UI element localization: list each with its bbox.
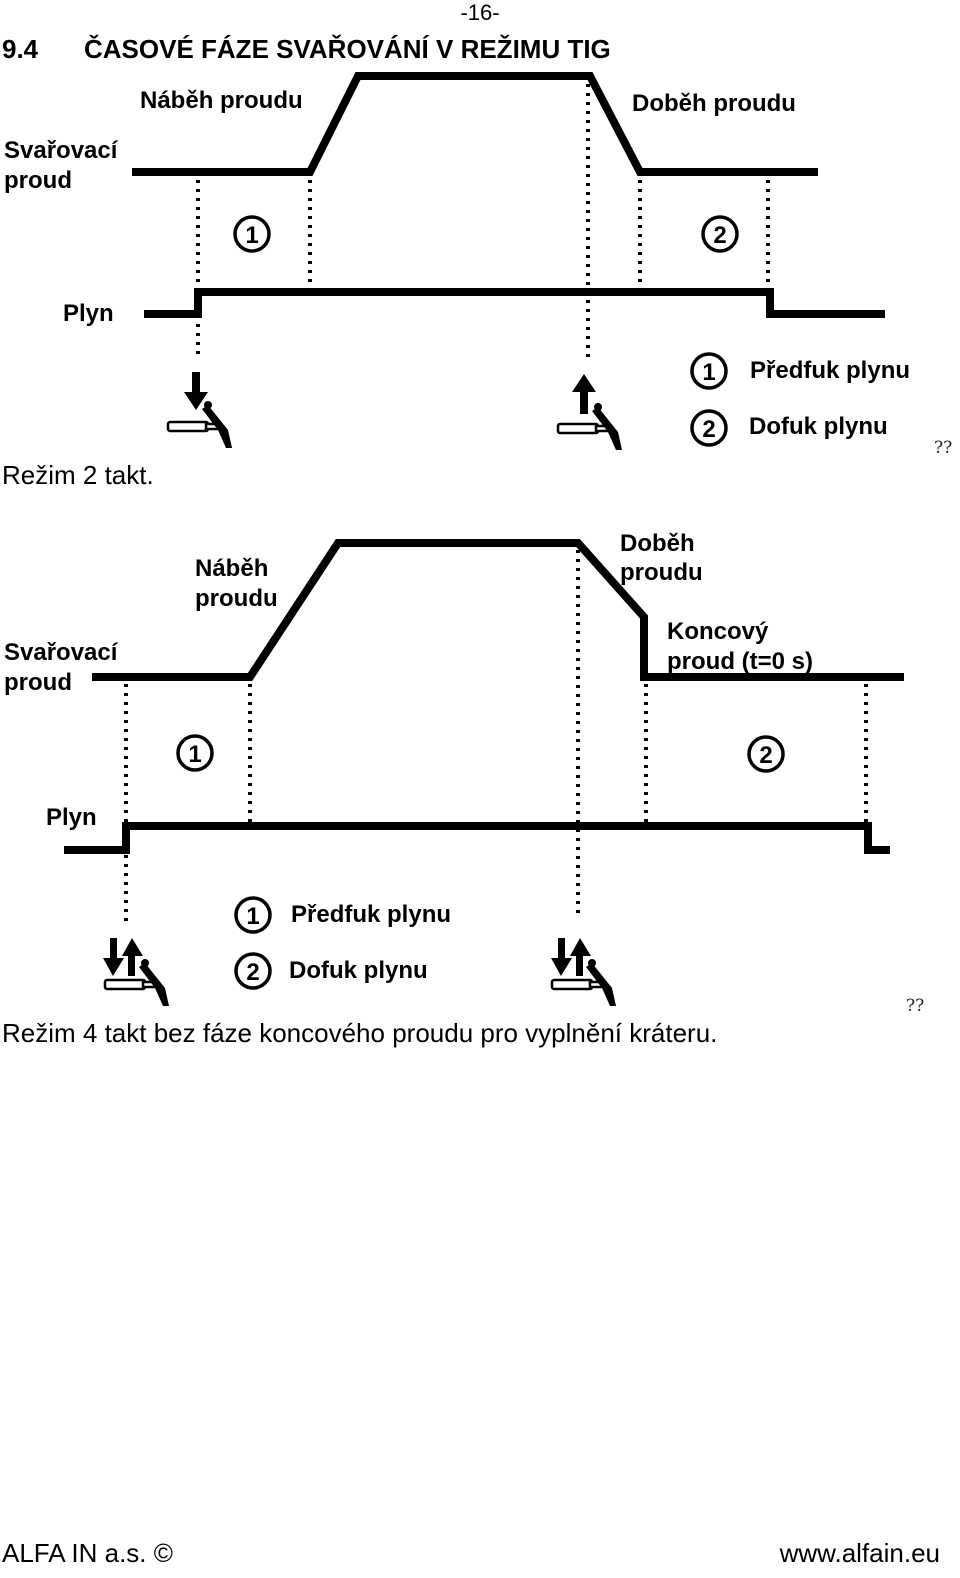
legend-text-preflow-4t: Předfuk plynu [291,901,452,928]
arrow-up-icon [572,374,596,414]
label-current-4t-line2: proud [4,669,72,696]
footer-company: ALFA IN a.s. © [2,1538,173,1568]
legend-marker-1-4t: 1 [234,896,272,934]
caption-2t: Režim 2 takt. [2,460,154,490]
marker-text-2t: ?? [934,438,953,458]
marker-2-4t: 2 [747,735,785,773]
label-gas-4t: Plyn [46,804,97,831]
label-current-2t-line1: Svařovací [4,137,118,164]
footer-url-link[interactable]: www.alfain.eu [779,1538,940,1568]
caption-4t: Režim 4 takt bez fáze koncového proudu p… [2,1018,718,1048]
tig-torch-icon [550,959,616,1006]
legend-text-postflow-2t: Dofuk plynu [749,413,888,440]
label-fall-4t-line2: proudu [620,559,703,586]
arrow-down-icon [184,372,208,410]
marker-1-2t: 1 [233,215,271,253]
svg-text:2: 2 [702,416,715,443]
legend-text-preflow-2t: Předfuk plynu [750,357,911,384]
label-gas-2t: Plyn [63,300,114,327]
tig-torch-icon [556,403,622,450]
label-rise-2t: Náběh proudu [140,87,303,114]
tig-torch-icon [103,959,169,1006]
legend-text-postflow-4t: Dofuk plynu [289,957,428,984]
marker-text-4t: ?? [906,996,925,1016]
label-rise-4t-line2: proudu [195,585,278,612]
label-end-current-4t-line1: Koncový [667,618,769,645]
double-arrow-icon [103,938,143,976]
gas-waveform-4t [64,822,890,854]
svg-text:1: 1 [246,903,259,930]
label-end-current-4t-line2: proud (t=0 s) [667,648,814,675]
section-title: ČASOVÉ FÁZE SVAŘOVÁNÍ V REŽIMU TIG [84,34,611,64]
timing-diagram-4t: 1 2 1 2 [64,539,904,1006]
label-fall-4t-line1: Doběh [620,530,695,557]
current-waveform-4t [92,539,904,681]
label-fall-2t: Doběh proudu [632,90,796,117]
gas-waveform-2t [144,288,885,318]
page-number: -16- [460,0,500,25]
label-current-2t-line2: proud [4,167,72,194]
tig-torch-icon [166,401,232,448]
svg-text:1: 1 [188,741,201,768]
legend-marker-2-2t: 2 [690,409,728,447]
current-waveform-2t [132,72,818,176]
double-arrow-icon [551,938,591,976]
svg-text:2: 2 [246,959,259,986]
section-number: 9.4 [2,34,39,64]
timing-diagram-2t: 1 2 1 2 [132,72,885,450]
marker-1-4t: 1 [176,734,214,772]
marker-2-2t: 2 [701,215,739,253]
svg-text:1: 1 [702,359,715,386]
label-current-4t-line1: Svařovací [4,639,118,666]
svg-text:1: 1 [245,222,258,249]
label-rise-4t-line1: Náběh [195,555,269,582]
legend-marker-1-2t: 1 [690,352,728,390]
svg-text:2: 2 [713,222,726,249]
legend-marker-2-4t: 2 [234,952,272,990]
svg-text:2: 2 [759,742,772,769]
